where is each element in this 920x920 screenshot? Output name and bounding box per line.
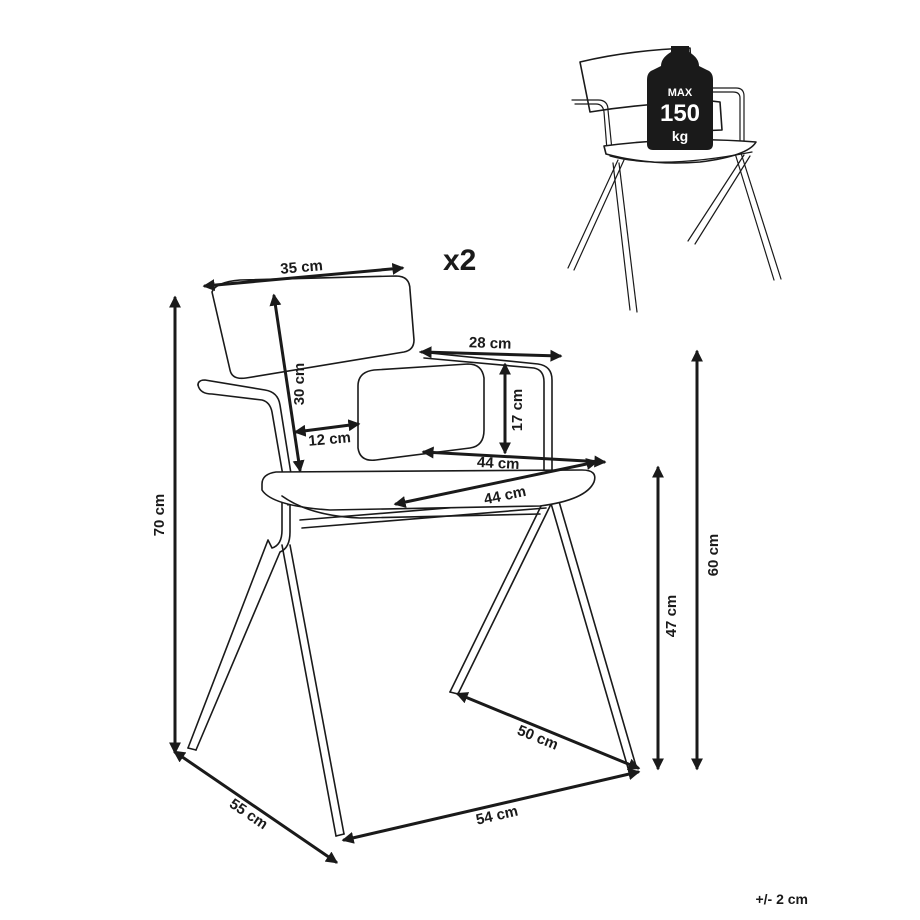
dim-total-height: 70 cm [151, 494, 168, 537]
dim-backrest-width: 35 cm [280, 257, 324, 278]
dim-backrest-height: 30 cm [291, 363, 308, 406]
max-load-badge: MAX 150 kg [647, 46, 713, 150]
tolerance-note: +/- 2 cm [755, 891, 808, 907]
dimension-lines [169, 262, 703, 864]
main-chair-illustration [187, 275, 637, 837]
dim-armrest-floor-height: 60 cm [705, 534, 722, 577]
max-load-top: MAX [668, 87, 693, 99]
dim-seat-height: 47 cm [663, 595, 680, 638]
dim-armrest-depth: 28 cm [469, 334, 512, 352]
dim-base-width: 54 cm [474, 803, 519, 829]
dim-seat-width: 44 cm [477, 454, 520, 473]
max-load-unit: kg [672, 128, 688, 144]
quantity-label: x2 [443, 244, 476, 277]
kettlebell-icon [647, 46, 713, 150]
dim-backrest-gap: 12 cm [308, 429, 352, 450]
dim-armrest-height: 17 cm [509, 389, 526, 432]
max-load-value: 150 [660, 100, 700, 127]
